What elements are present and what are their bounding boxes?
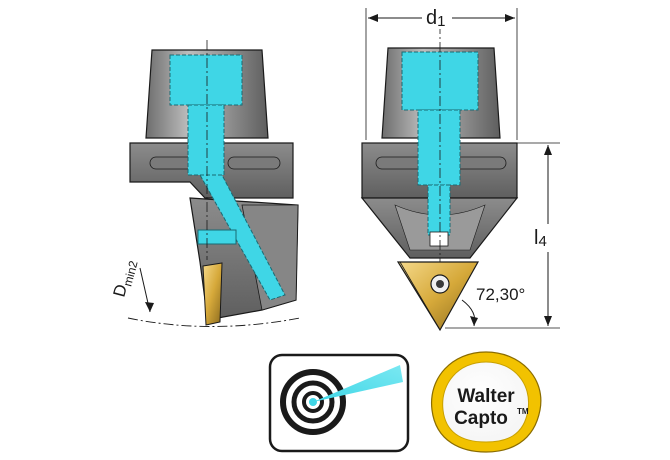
front-coolant-channel [401,51,479,247]
logo-text-tm: TM [517,407,529,416]
side-coolant-channel [169,54,286,301]
front-view: d1 l4 72,30° [360,5,560,332]
logo-text-capto: Capto [454,408,508,429]
side-insert [202,262,223,326]
side-head-face [241,204,299,311]
l4-label: l4 [534,227,547,250]
walter-capto-logo: Walter Capto TM [430,351,542,453]
front-insert [396,261,480,332]
side-flange-slot-right [227,156,281,170]
through-coolant-badge [268,353,410,453]
angle-label: 72,30° [476,285,525,304]
d1-label: d1 [426,7,445,30]
dmin-arc [127,317,301,327]
logo-text-walter: Walter [457,386,515,407]
dmin-label: Dmin2 [110,257,141,300]
side-view: Dmin2 [110,40,301,327]
through-coolant-icon [280,365,403,435]
